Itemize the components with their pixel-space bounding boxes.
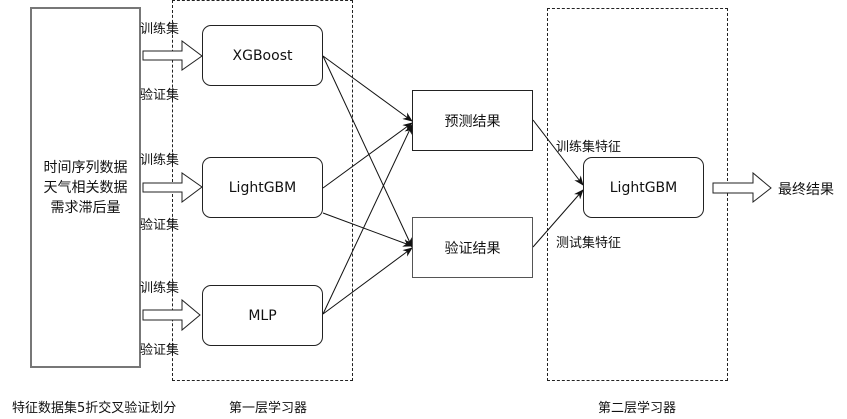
validation-label-1: 验证集 [140,88,180,103]
model-xgboost: XGBoost [202,25,323,86]
block-arrow-output [712,171,772,204]
edge-xgboost-prediction [322,55,413,122]
train-feature-label: 训练集特征 [556,140,622,155]
edge-validation-layer2 [532,189,584,248]
feature-line-2: 天气相关数据 [43,179,128,196]
layer2-container [547,8,728,381]
edge-mlp-validation [322,247,413,315]
block-arrow-mlp [142,298,201,332]
validation-label-2: 验证集 [140,218,180,233]
edge-lightgbm-prediction [322,122,413,189]
validation-label-3: 验证集 [140,343,180,358]
final-result-label: 最终结果 [778,182,834,198]
edge-lightgbm-validation [322,212,413,247]
model-lightgbm-layer2: LightGBM [583,157,704,218]
feature-dataset-box: 时间序列数据 天气相关数据 需求滞后量 [30,7,141,368]
model-mlp: MLP [202,285,323,346]
feature-line-3: 需求滞后量 [50,199,121,216]
edge-prediction-layer2 [532,119,584,186]
layer2-caption: 第二层学习器 [598,401,677,416]
model-lightgbm-layer1: LightGBM [202,157,323,218]
prediction-result-box: 预测结果 [412,90,533,151]
validation-result-box: 验证结果 [412,217,533,278]
block-arrow-lightgbm [142,172,203,203]
feature-line-1: 时间序列数据 [43,159,128,176]
train-label-2: 训练集 [140,153,180,168]
train-label-1: 训练集 [140,22,180,37]
edge-mlp-prediction [322,124,413,315]
source-caption: 特征数据集5折交叉验证划分 [12,401,177,416]
edge-xgboost-validation [322,55,413,248]
block-arrow-xgboost [142,40,203,71]
layer1-caption: 第一层学习器 [229,401,308,416]
test-feature-label: 测试集特征 [556,236,622,251]
train-label-3: 训练集 [140,281,180,296]
